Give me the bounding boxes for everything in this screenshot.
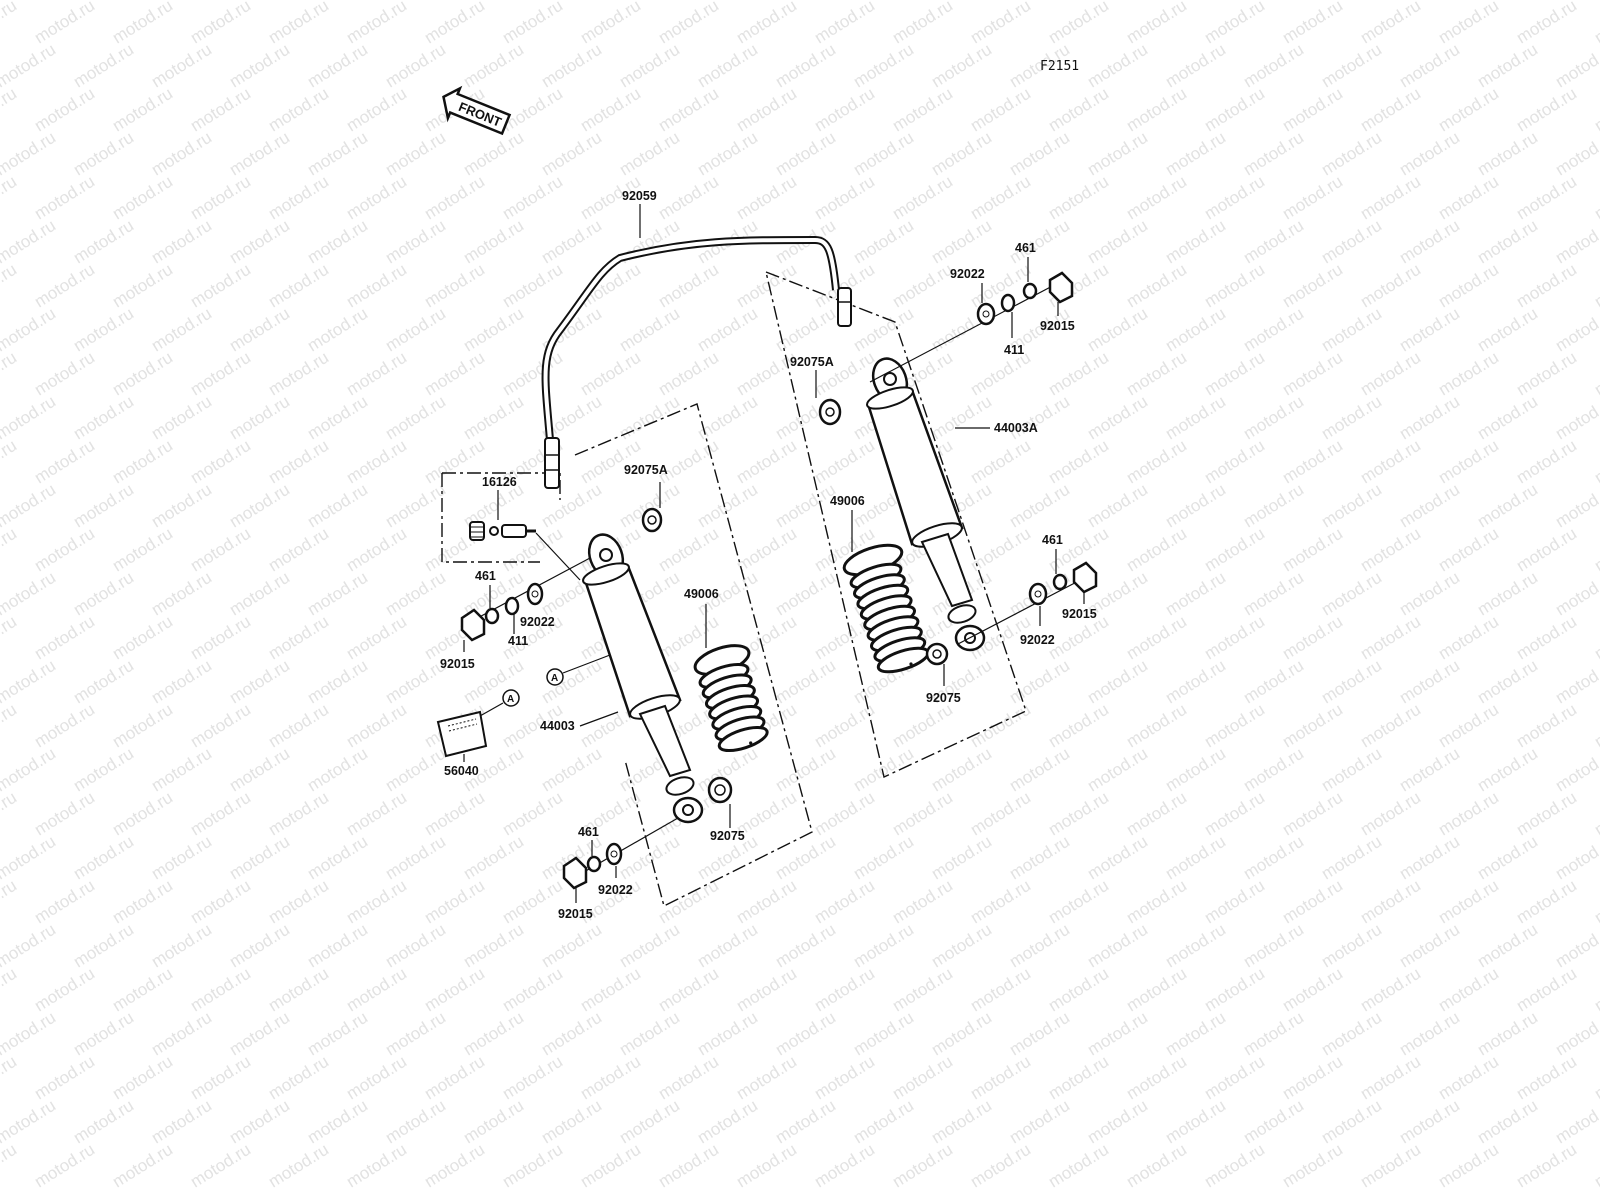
nut-92015-right-bottom xyxy=(1072,561,1098,594)
spring-coil-dot xyxy=(749,741,753,745)
label-92075-left: 92075 xyxy=(710,829,745,843)
label-44003: 44003 xyxy=(540,719,575,733)
bushing-92075-left xyxy=(707,776,733,804)
label-461-left-bottom: 461 xyxy=(578,825,599,839)
right-shock-group-outline xyxy=(765,270,1027,778)
label-92075A-left: 92075A xyxy=(624,463,668,477)
washer-411-left xyxy=(504,596,520,616)
valve-link-line xyxy=(535,532,581,581)
label-92022-left-bottom: 92022 xyxy=(598,883,633,897)
left-shock-absorber-44003 xyxy=(582,533,704,824)
label-49006-left: 49006 xyxy=(684,587,719,601)
label-461-left-top: 461 xyxy=(475,569,496,583)
label-92015-left-bottom: 92015 xyxy=(558,907,593,921)
nut-92015-right-top xyxy=(1048,271,1074,304)
nut-92015-left-bottom xyxy=(562,856,588,890)
bushing-92075A-right xyxy=(818,398,842,426)
washer-92022-right-top xyxy=(976,302,996,326)
label-92075-right: 92075 xyxy=(926,691,961,705)
label-92022-right-bottom: 92022 xyxy=(1020,633,1055,647)
washer-92022-left-bottom xyxy=(605,842,623,866)
washer-461-right-bottom xyxy=(1052,573,1068,591)
label-92022-left-top: 92022 xyxy=(520,615,555,629)
label-92015-right-top: 92015 xyxy=(1040,319,1075,333)
label-411-left: 411 xyxy=(508,634,528,648)
label-16126: 16126 xyxy=(482,475,517,489)
label-92059: 92059 xyxy=(622,189,657,203)
label-411-right: 411 xyxy=(1004,343,1024,357)
leader-a1 xyxy=(562,654,611,674)
washer-92022-right-bottom xyxy=(1028,582,1048,606)
leader-a2 xyxy=(479,702,504,717)
front-direction-arrow: FRONT xyxy=(442,85,512,136)
label-92022-right-top: 92022 xyxy=(950,267,985,281)
warning-label-56040 xyxy=(436,710,488,758)
label-461-right-top: 461 xyxy=(1015,241,1036,255)
reference-mark-a1: A xyxy=(546,668,564,686)
bushing-92075-right xyxy=(925,642,949,666)
washer-411-right xyxy=(1000,293,1016,313)
spring-coil-dot xyxy=(909,662,913,666)
label-56040: 56040 xyxy=(444,764,479,778)
label-92015-right-bottom: 92015 xyxy=(1062,607,1097,621)
right-spring-49006 xyxy=(842,543,930,674)
label-461-right-bottom: 461 xyxy=(1042,533,1063,547)
reference-mark-a2: A xyxy=(502,689,520,707)
washer-461-left-top xyxy=(484,607,500,625)
label-44003A: 44003A xyxy=(994,421,1038,435)
air-valve-16126 xyxy=(469,521,536,541)
svg-text:A: A xyxy=(507,694,514,705)
left-spring-49006 xyxy=(693,644,769,753)
diagram-code: F2151 xyxy=(1040,59,1079,74)
svg-text:A: A xyxy=(551,673,558,684)
label-92015-left-top: 92015 xyxy=(440,657,475,671)
bushing-92075A-left xyxy=(641,507,663,533)
washer-92022-left-top xyxy=(526,582,544,606)
label-92075A-right: 92075A xyxy=(790,355,834,369)
nut-92015-left-top xyxy=(460,608,486,642)
leader-44003 xyxy=(579,711,619,727)
washer-461-left-bottom xyxy=(586,855,602,873)
label-49006-right: 49006 xyxy=(830,494,865,508)
washer-461-right-top xyxy=(1022,282,1038,300)
